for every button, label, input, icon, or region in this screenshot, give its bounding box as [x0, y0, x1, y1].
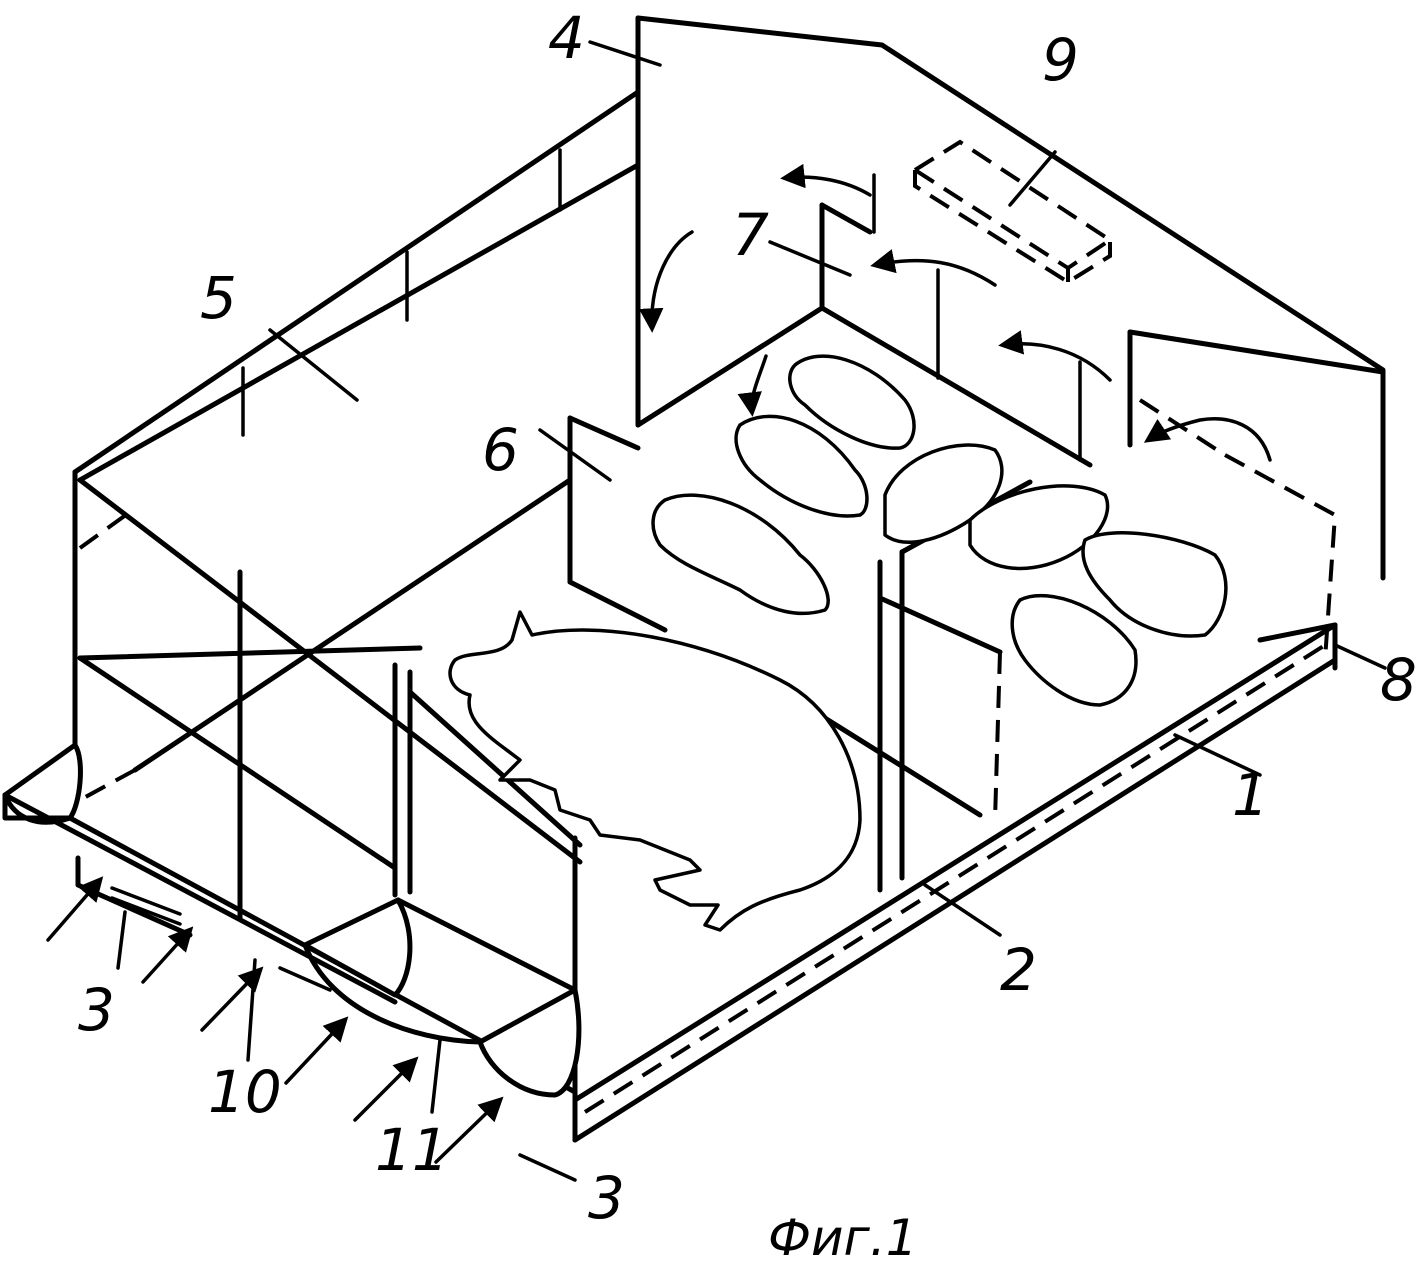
leader-lines — [116, 40, 1387, 1182]
airflow-arrows — [638, 163, 1272, 462]
box-9 — [911, 139, 1114, 285]
left-fence-5 — [72, 89, 641, 773]
label-2: 2 — [1000, 936, 1037, 1004]
floor-base — [572, 622, 1338, 1143]
piglet-figures — [651, 354, 1228, 707]
label-9: 9 — [1042, 26, 1079, 94]
partition-7 — [635, 173, 1338, 661]
figure-caption: Фиг.1 — [768, 1209, 918, 1267]
sow-figure — [448, 610, 862, 932]
label-4: 4 — [548, 4, 585, 72]
label-5: 5 — [200, 264, 237, 332]
trough-11 — [302, 897, 582, 1098]
divider-6 — [567, 415, 668, 633]
inflow-arrows — [46, 876, 504, 1164]
label-1: 1 — [1232, 761, 1269, 829]
label-6: 6 — [482, 416, 519, 484]
inner-fence — [777, 479, 1033, 893]
label-8: 8 — [1380, 646, 1417, 714]
label-7: 7 — [732, 201, 769, 269]
label-11: 11 — [375, 1116, 449, 1184]
label-3-right: 3 — [588, 1164, 625, 1232]
label-10: 10 — [208, 1058, 282, 1126]
number-labels: 4 9 5 7 6 8 1 2 3 10 11 3 — [78, 4, 1417, 1232]
label-3-left: 3 — [78, 976, 115, 1044]
back-wall-4 — [635, 15, 1386, 581]
